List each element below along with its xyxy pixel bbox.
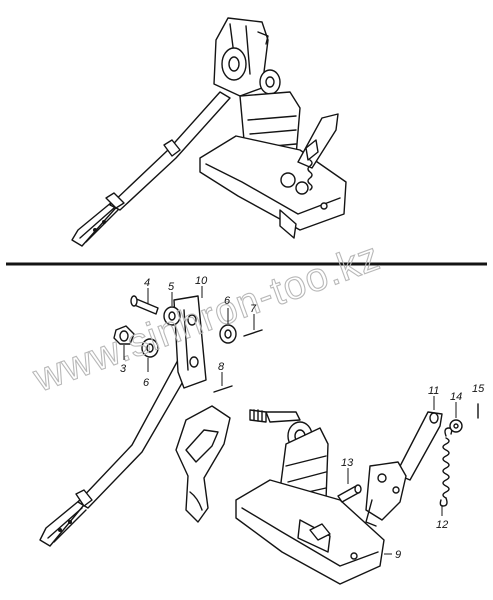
part-9-base-body	[235, 409, 385, 585]
callout-label: 12	[436, 519, 448, 531]
part-6-washer-right	[219, 324, 237, 344]
callout-label: 9	[395, 549, 401, 561]
callout-label: 10	[195, 275, 208, 287]
callout-label: 5	[168, 281, 175, 293]
callout-14: 14	[450, 391, 462, 418]
callout-4: 4	[144, 277, 150, 304]
callout-12: 12	[436, 506, 448, 531]
callout-13: 13	[341, 457, 354, 484]
callout-3: 3	[120, 345, 127, 375]
callout-label: 4	[144, 277, 150, 289]
callout-5: 5	[168, 281, 175, 306]
part-13-pin	[337, 484, 362, 503]
callout-label: 8	[218, 361, 225, 373]
callout-9: 9	[384, 549, 401, 561]
callout-6-right: 6	[224, 295, 231, 324]
callout-label: 14	[450, 391, 462, 403]
assembled-lever-mechanism	[71, 17, 347, 247]
callout-6-left: 6	[143, 358, 150, 389]
watermark-text: www.sinhron-too.kz	[27, 234, 386, 400]
callout-label: 7	[250, 303, 257, 315]
callout-label: 6	[224, 295, 231, 307]
callout-label: 11	[428, 385, 439, 397]
part-8-cotter-pin	[213, 385, 233, 393]
assembled-lever-arm	[71, 91, 231, 247]
hook-plate	[175, 405, 231, 523]
callout-7: 7	[250, 303, 257, 330]
callout-8: 8	[218, 361, 225, 386]
part-6-washer-left	[141, 338, 159, 358]
part-5-washer	[163, 306, 181, 326]
callout-label: 6	[143, 377, 150, 389]
part-11-latch-lever	[365, 411, 443, 527]
callout-label: 15	[472, 383, 485, 395]
part-7-cotter-pin	[243, 329, 263, 337]
part-4-pin	[130, 295, 159, 315]
assembled-latch-lever	[280, 113, 339, 195]
assembled-bracket	[213, 17, 281, 97]
callout-label: 3	[120, 363, 127, 375]
part-12-spring	[439, 427, 453, 507]
callout-label: 13	[341, 457, 354, 469]
part-3-bushing	[113, 325, 135, 345]
callout-10: 10	[195, 275, 208, 298]
assembled-body	[199, 91, 347, 239]
callout-15: 15	[472, 383, 485, 395]
exploded-lever-arm	[39, 295, 207, 547]
part-14-washer	[449, 419, 463, 433]
callout-11: 11	[428, 385, 439, 410]
